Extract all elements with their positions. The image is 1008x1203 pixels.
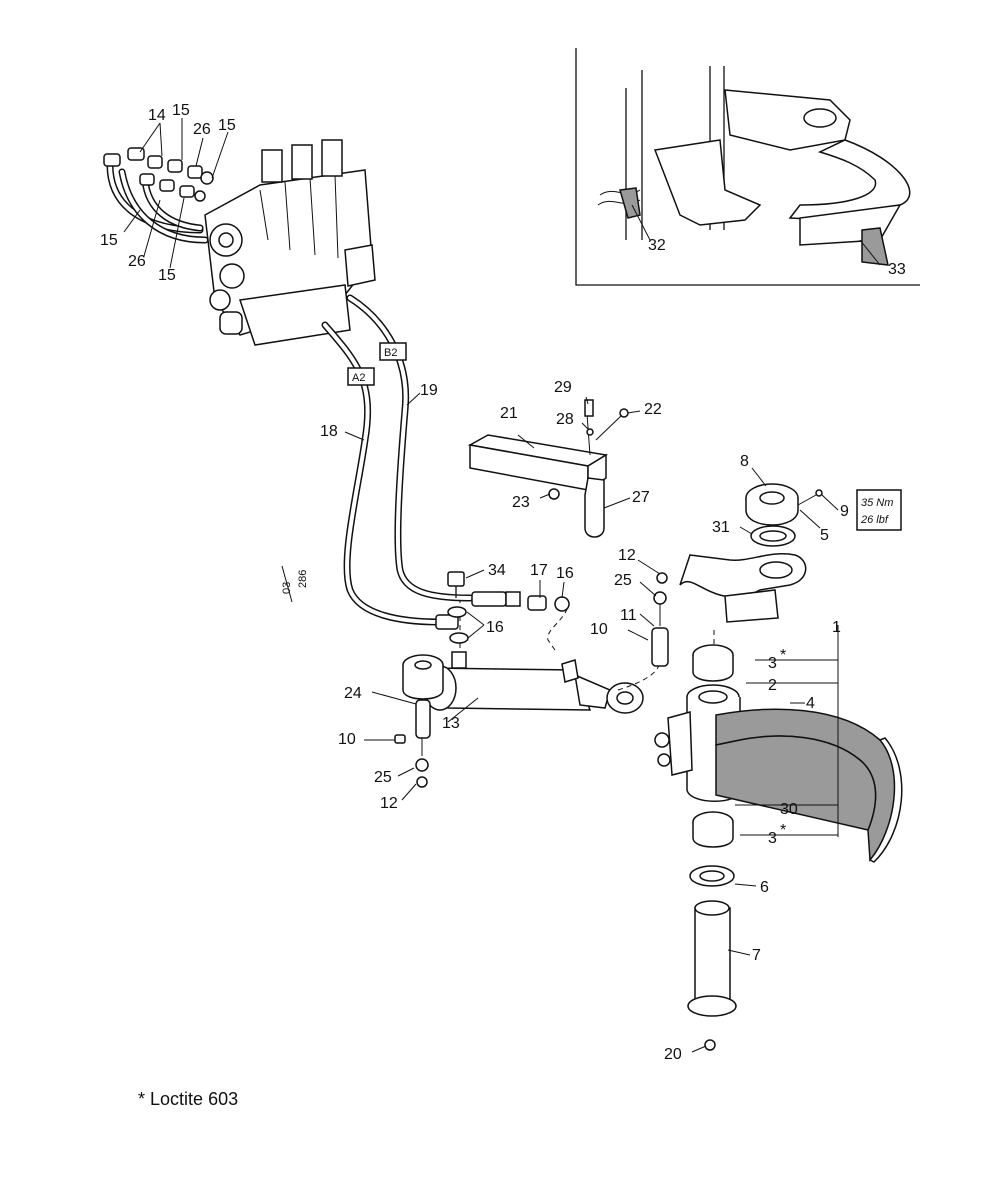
callout-25: 25	[614, 572, 632, 589]
callout-26: 26	[128, 253, 146, 270]
torque-lbf: 26 lbf	[860, 514, 889, 526]
callout-10: 10	[590, 621, 608, 638]
callout-15: 15	[100, 232, 118, 249]
callout-33: 33	[888, 261, 906, 278]
callout-9: 9	[840, 503, 849, 520]
loctite-note-text: Loctite 603	[150, 1089, 239, 1109]
callout-28: 28	[556, 411, 574, 428]
hydraulic-hoses: A2 B2 18 19	[320, 294, 570, 630]
svg-text:A2: A2	[352, 372, 365, 384]
callout-15: 15	[218, 117, 236, 134]
callout-34: 34	[488, 562, 506, 579]
callout-7: 7	[752, 947, 761, 964]
callout-2: 2	[768, 677, 777, 694]
callout-25: 25	[374, 769, 392, 786]
torque-nm: 35 Nm	[861, 497, 893, 509]
callout-20: 20	[664, 1046, 682, 1063]
loctite-note-star: *	[138, 1089, 146, 1109]
callout-15: 15	[158, 267, 176, 284]
callout-30: 30	[780, 801, 798, 818]
callout-26: 26	[193, 121, 211, 138]
hose-tag-b2: B2	[379, 342, 407, 361]
torque-spec-box: 35 Nm 26 lbf	[856, 489, 902, 531]
pin-stack-left: 24 10 25 12	[338, 685, 431, 812]
callout-16: 16	[486, 619, 504, 636]
callout-17: 17	[530, 562, 548, 579]
callout-6: 6	[760, 879, 769, 896]
upper-arm-assembly: 8 9 5 31 35 Nm 26 lbf	[679, 453, 902, 666]
callout-12: 12	[618, 547, 636, 564]
callout-1: 1	[832, 619, 841, 636]
callout-10: 10	[338, 731, 356, 748]
callout-5: 5	[820, 527, 829, 544]
callout-3: 3	[768, 830, 777, 847]
callout-32: 32	[648, 237, 666, 254]
callout-31: 31	[712, 519, 730, 536]
callout-27: 27	[632, 489, 650, 506]
svg-text:B2: B2	[384, 347, 397, 359]
callout-16: 16	[556, 565, 574, 582]
inset-frame	[575, 48, 920, 286]
callout-22: 22	[644, 401, 662, 418]
callout-8: 8	[740, 453, 749, 470]
callout-4: 4	[806, 695, 815, 712]
sensor-bracket: 21 29 28 22 23 27	[467, 379, 662, 538]
inset-detail: 32 33	[575, 48, 920, 286]
pin-stack-center: 12 25 11 10	[590, 547, 669, 667]
bolt-and-washers: 34 16 17 16	[447, 562, 574, 644]
control-valve-block	[204, 139, 376, 346]
loctite-note: * Loctite 603	[138, 1089, 238, 1110]
loctite-marker: *	[780, 647, 786, 664]
callout-14: 14	[148, 107, 166, 124]
lower-arm-assembly: 1 3 * 2 4 30 3 * 6 7 20	[654, 619, 903, 1063]
callout-15: 15	[172, 102, 190, 119]
callout-11: 11	[620, 607, 637, 624]
callout-24: 24	[344, 685, 362, 702]
callout-23: 23	[512, 494, 530, 511]
callout-3: 3	[768, 655, 777, 672]
page-reference: 03 286	[281, 565, 309, 603]
hose-tag-a2: A2	[347, 367, 375, 386]
callout-19: 19	[420, 382, 438, 399]
valve-callout-leaders: 14 15 26 15 15 26 15	[100, 102, 236, 284]
svg-text:286: 286	[297, 570, 309, 588]
callout-18: 18	[320, 423, 338, 440]
svg-text:03: 03	[281, 582, 293, 594]
callout-21: 21	[500, 405, 518, 422]
callout-12: 12	[380, 795, 398, 812]
loctite-marker: *	[780, 822, 786, 839]
callout-13: 13	[442, 715, 460, 732]
hydraulic-cylinder: 13	[402, 600, 661, 732]
valve-fittings	[103, 147, 214, 244]
callout-29: 29	[554, 379, 572, 396]
